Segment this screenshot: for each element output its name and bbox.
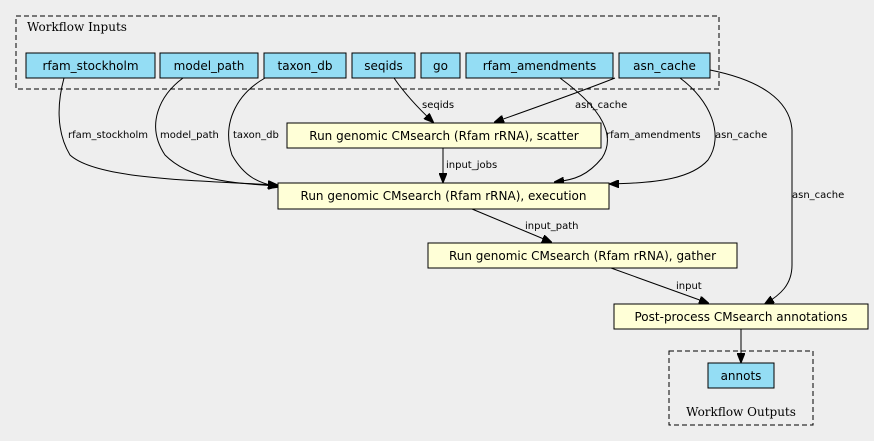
edge-execution-gather [471, 208, 551, 242]
step-label-postprocess: Post-process CMsearch annotations [635, 310, 848, 324]
input-label-rfam-amendments: rfam_amendments [483, 59, 596, 73]
input-node-go[interactable]: go [420, 52, 461, 79]
input-label-go: go [433, 59, 448, 73]
input-node-rfam-amendments[interactable]: rfam_amendments [465, 52, 614, 79]
step-node-execution[interactable]: Run genomic CMsearch (Rfam rRNA), execut… [277, 182, 610, 210]
edge-label-asn-cache-scatter: asn_cache [575, 100, 627, 111]
edge-label-asn-cache-execution: asn_cache [715, 130, 767, 141]
input-node-taxon-db[interactable]: taxon_db [263, 52, 347, 79]
input-label-model-path: model_path [174, 59, 245, 73]
input-label-taxon-db: taxon_db [278, 59, 333, 73]
input-node-model-path[interactable]: model_path [159, 52, 259, 79]
step-node-gather[interactable]: Run genomic CMsearch (Rfam rRNA), gather [427, 242, 738, 269]
input-label-rfam-stockholm: rfam_stockholm [42, 59, 138, 73]
input-node-seqids[interactable]: seqids [351, 52, 416, 79]
step-node-postprocess[interactable]: Post-process CMsearch annotations [613, 303, 869, 330]
input-label-asn-cache: asn_cache [633, 59, 696, 73]
workflow-outputs-label: Workflow Outputs [686, 405, 796, 419]
input-label-seqids: seqids [364, 59, 402, 73]
step-node-scatter[interactable]: Run genomic CMsearch (Rfam rRNA), scatte… [286, 122, 602, 149]
edge-gather-postprocess [610, 267, 708, 303]
edge-seqids-scatter [393, 77, 433, 122]
step-label-gather: Run genomic CMsearch (Rfam rRNA), gather [449, 249, 716, 263]
edge-label-input-jobs: input_jobs [446, 160, 497, 171]
output-label-annots: annots [721, 369, 762, 383]
input-nodes: rfam_stockholm model_path taxon_db seqid… [25, 52, 711, 79]
edge-label-model-path: model_path [160, 130, 219, 141]
edge-label-taxon-db: taxon_db [233, 130, 279, 141]
edge-taxon-db-execution [228, 77, 277, 187]
input-node-rfam-stockholm[interactable]: rfam_stockholm [25, 52, 156, 79]
workflow-inputs-label: Workflow Inputs [27, 20, 127, 34]
edge-label-rfam-stockholm: rfam_stockholm [68, 130, 148, 141]
edge-rfam-stockholm-execution [58, 77, 277, 185]
workflow-inputs-cluster: Workflow Inputs [15, 15, 720, 90]
step-nodes: Run genomic CMsearch (Rfam rRNA), scatte… [277, 122, 869, 330]
edge-asn-cache-postprocess [709, 69, 793, 304]
input-node-asn-cache[interactable]: asn_cache [618, 52, 711, 79]
edges: seqids asn_cache rfam_stockholm model_pa… [58, 69, 844, 362]
edge-label-asn-cache-postprocess: asn_cache [792, 190, 844, 201]
edge-asn-cache-scatter [495, 77, 616, 122]
step-label-execution: Run genomic CMsearch (Rfam rRNA), execut… [301, 189, 587, 203]
edge-label-input-path: input_path [525, 221, 578, 232]
edge-asn-cache-execution [610, 77, 716, 184]
edge-label-seqids: seqids [422, 100, 454, 111]
edge-label-rfam-amendments: rfam_amendments [606, 130, 701, 141]
edge-label-input: input [676, 281, 702, 292]
output-node-annots[interactable]: annots [707, 362, 775, 389]
step-label-scatter: Run genomic CMsearch (Rfam rRNA), scatte… [309, 129, 578, 143]
edge-rfam-amendments-execution [555, 77, 608, 182]
edge-model-path-execution [155, 77, 277, 186]
